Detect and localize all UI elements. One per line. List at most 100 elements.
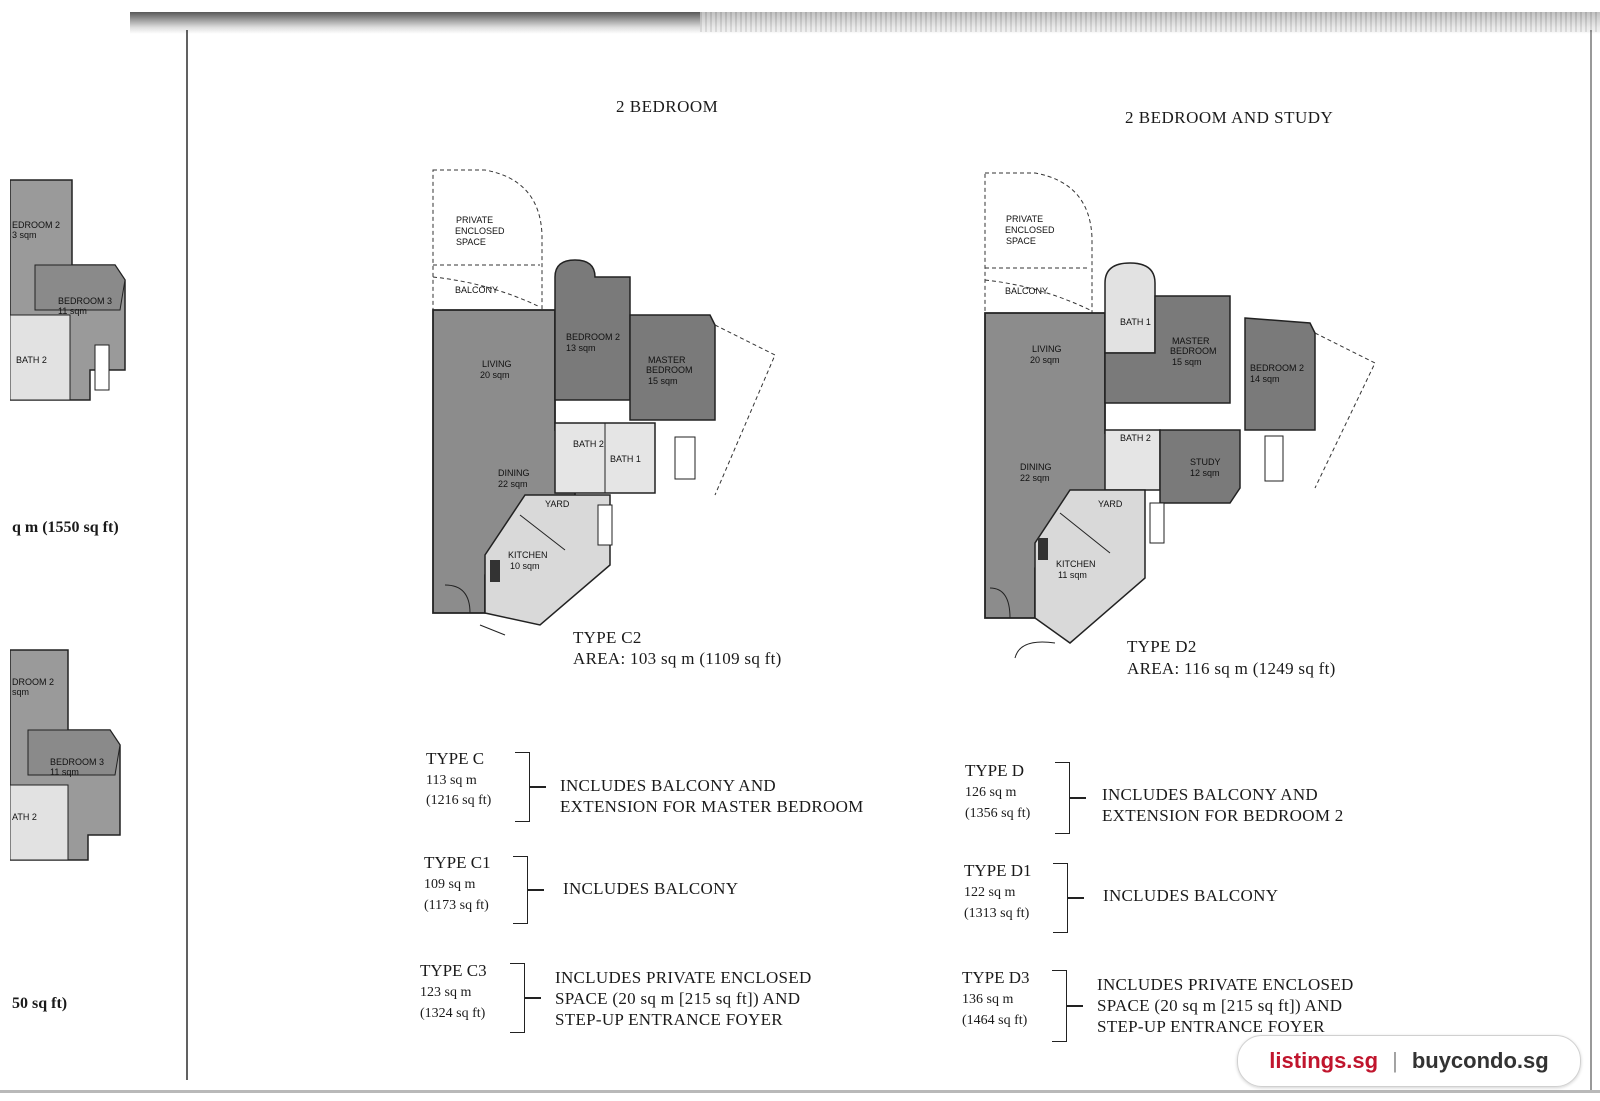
left-bottom-room-bath2: ATH 2 — [12, 812, 37, 822]
variant-c1-name: TYPE C1 — [424, 853, 491, 872]
variant-c-sqft: (1216 sq ft) — [426, 793, 492, 808]
variant-c3-tick — [525, 997, 541, 999]
variant-d1-name: TYPE D1 — [964, 861, 1032, 880]
page-spine-line — [186, 30, 188, 1080]
d2-type-label: TYPE D2 — [1127, 637, 1197, 656]
page-right-edge — [1590, 30, 1592, 1090]
d2-study-size: 12 sqm — [1190, 468, 1220, 478]
d2-study-label: STUDY — [1190, 457, 1221, 467]
d2-private-label-2: ENCLOSED — [1005, 225, 1055, 235]
c2-master-label-2: BEDROOM — [646, 365, 693, 375]
left-top-room-bath2: BATH 2 — [16, 355, 47, 365]
variant-d3-tick — [1067, 1005, 1083, 1007]
d2-bed2-size: 14 sqm — [1250, 374, 1280, 384]
variant-d-sqm: 126 sq m — [965, 785, 1017, 800]
c2-yard-label: YARD — [545, 499, 570, 509]
variant-c3-bracket — [510, 963, 525, 1033]
variant-c1-tick — [528, 889, 544, 891]
floor-plan-type-d2: PRIVATE ENCLOSED SPACE BALCONY LIVING 20… — [984, 172, 1376, 659]
c2-living-size: 20 sqm — [480, 370, 510, 380]
left-top-room-bed2: EDROOM 2 — [12, 220, 60, 230]
variant-c-bracket — [515, 752, 530, 822]
variant-d-bracket — [1055, 762, 1070, 834]
left-bottom-room-bed2: DROOM 2 — [12, 677, 54, 687]
d2-master-size: 15 sqm — [1172, 357, 1202, 367]
d2-bath2-label: BATH 2 — [1120, 433, 1151, 443]
c2-dining-size: 22 sqm — [498, 479, 528, 489]
left-page-plan-bottom: DROOM 2 sqm BEDROOM 3 11 sqm ATH 2 — [10, 649, 121, 861]
left-bottom-room-bed2-size: sqm — [12, 687, 29, 697]
left-bottom-room-bed3: BEDROOM 3 — [50, 757, 104, 767]
c2-master-size: 15 sqm — [648, 376, 678, 386]
d2-living-label: LIVING — [1032, 344, 1062, 354]
watermark-badge[interactable]: listings.sg | buycondo.sg — [1237, 1035, 1581, 1087]
c2-balcony-label: BALCONY — [455, 285, 498, 295]
variant-c3-desc-1: INCLUDES PRIVATE ENCLOSED — [555, 968, 812, 987]
d2-yard-label: YARD — [1098, 499, 1123, 509]
variant-c3-desc-2: SPACE (20 sq m [215 sq ft]) AND — [555, 989, 801, 1008]
d2-living-size: 20 sqm — [1030, 355, 1060, 365]
variant-d-desc-2: EXTENSION FOR BEDROOM 2 — [1102, 806, 1344, 825]
d2-kitchen-size: 11 sqm — [1058, 570, 1087, 580]
variant-d1-tick — [1068, 897, 1084, 899]
variant-c1-sqm: 109 sq m — [424, 877, 476, 892]
left-page-area-top: q m (1550 sq ft) — [12, 519, 119, 536]
left-top-room-bed3: BEDROOM 3 — [58, 296, 112, 306]
d2-master-label-1: MASTER — [1172, 336, 1210, 346]
variant-d1-sqm: 122 sq m — [964, 885, 1016, 900]
c2-private-label-2: ENCLOSED — [455, 226, 505, 236]
variant-c3-sqft: (1324 sq ft) — [420, 1006, 486, 1021]
variant-d3-desc-1: INCLUDES PRIVATE ENCLOSED — [1097, 975, 1354, 994]
variant-c3-name: TYPE C3 — [420, 961, 487, 980]
variant-d3-desc-3: STEP-UP ENTRANCE FOYER — [1097, 1017, 1325, 1036]
left-page-area-bottom: 50 sq ft) — [12, 995, 68, 1012]
floor-plan-type-c2: PRIVATE ENCLOSED SPACE BALCONY LIVING 20… — [432, 169, 776, 636]
variant-c-desc-2: EXTENSION FOR MASTER BEDROOM — [560, 797, 864, 816]
c2-master-label-1: MASTER — [648, 355, 686, 365]
d2-area-label: AREA: 116 sq m (1249 sq ft) — [1127, 659, 1336, 678]
variant-d1-bracket — [1053, 863, 1068, 933]
d2-master-label-2: BEDROOM — [1170, 346, 1217, 356]
c2-bath2-label: BATH 2 — [573, 439, 604, 449]
variant-c-sqm: 113 sq m — [426, 773, 477, 788]
variant-c1-desc-1: INCLUDES BALCONY — [563, 879, 739, 898]
c2-bed2-label: BEDROOM 2 — [566, 332, 620, 342]
variant-c1-bracket — [513, 856, 528, 924]
left-bottom-room-bed3-size: 11 sqm — [50, 767, 79, 777]
c2-private-label-1: PRIVATE — [456, 215, 493, 225]
variant-d-name: TYPE D — [965, 761, 1025, 780]
d2-kitchen-label: KITCHEN — [1056, 559, 1096, 569]
variant-d3-desc-2: SPACE (20 sq m [215 sq ft]) AND — [1097, 996, 1343, 1015]
variant-d1-desc-1: INCLUDES BALCONY — [1103, 886, 1279, 905]
watermark-buycondo[interactable]: buycondo.sg — [1411, 1048, 1549, 1073]
variant-d-desc-1: INCLUDES BALCONY AND — [1102, 785, 1318, 804]
d2-bath1-label: BATH 1 — [1120, 317, 1151, 327]
c2-bed2-size: 13 sqm — [566, 343, 596, 353]
variant-c1-sqft: (1173 sq ft) — [424, 898, 489, 913]
page-bottom-edge — [0, 1090, 1600, 1093]
watermark-listings[interactable]: listings.sg — [1269, 1048, 1379, 1073]
variant-d1-sqft: (1313 sq ft) — [964, 906, 1030, 921]
c2-type-label: TYPE C2 — [573, 628, 642, 647]
heading-2-bedroom: 2 BEDROOM — [616, 97, 719, 116]
d2-bed2-label: BEDROOM 2 — [1250, 363, 1304, 373]
d2-balcony-label: BALCONY — [1005, 286, 1048, 296]
c2-private-label-3: SPACE — [456, 237, 486, 247]
c2-dining-label: DINING — [498, 468, 530, 478]
variant-c-name: TYPE C — [426, 749, 485, 768]
variant-d3-bracket — [1052, 970, 1067, 1042]
variant-d3-sqft: (1464 sq ft) — [962, 1013, 1028, 1028]
left-page-plan-top: EDROOM 2 3 sqm BEDROOM 3 11 sqm BATH 2 — [10, 179, 126, 401]
variant-d3-name: TYPE D3 — [962, 968, 1030, 987]
variant-d-tick — [1070, 797, 1086, 799]
variant-c3-desc-3: STEP-UP ENTRANCE FOYER — [555, 1010, 783, 1029]
c2-kitchen-label: KITCHEN — [508, 550, 548, 560]
d2-dining-size: 22 sqm — [1020, 473, 1050, 483]
c2-living-label: LIVING — [482, 359, 512, 369]
left-top-room-bed3-size: 11 sqm — [58, 306, 87, 316]
c2-area-label: AREA: 103 sq m (1109 sq ft) — [573, 649, 782, 668]
c2-kitchen-size: 10 sqm — [510, 561, 540, 571]
c2-bath1-label: BATH 1 — [610, 454, 641, 464]
left-top-room-bed2-size: 3 sqm — [12, 230, 37, 240]
scan-edge-texture — [700, 12, 1600, 32]
